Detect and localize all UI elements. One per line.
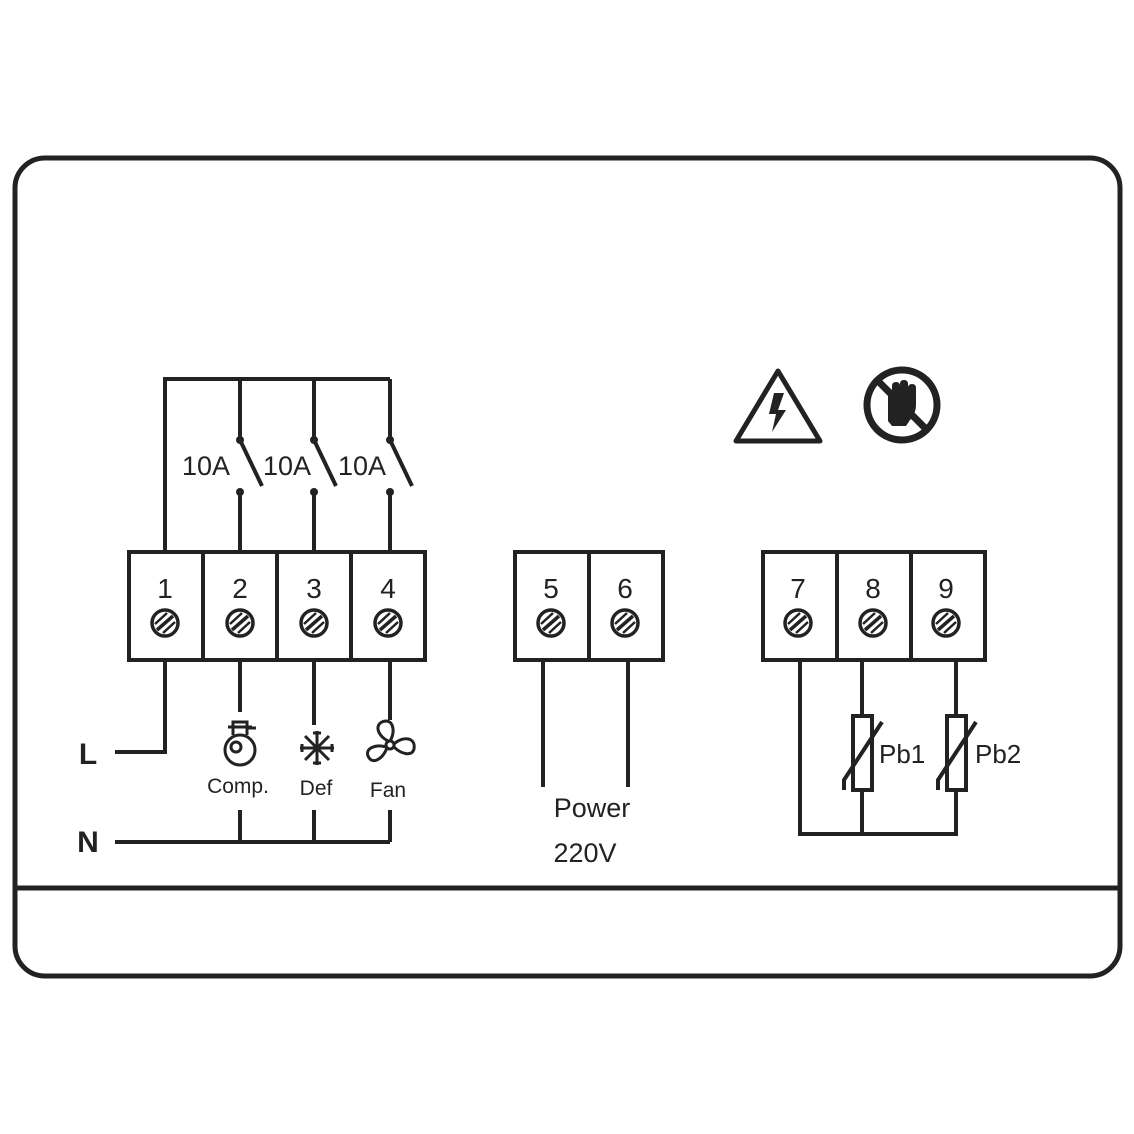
- screw-icon: [536, 608, 566, 638]
- load-wires: [238, 660, 392, 842]
- compressor-icon: [223, 720, 257, 767]
- compressor-label: Comp.: [207, 775, 269, 798]
- defrost-label: Def: [300, 777, 333, 800]
- probe-wires: [798, 660, 958, 836]
- terminal-7-number: 7: [790, 573, 806, 604]
- controller-panel: [12, 155, 1123, 979]
- terminal-4-number: 4: [380, 573, 396, 604]
- screw-icon: [931, 608, 961, 638]
- snowflake-icon: [300, 731, 334, 765]
- relay-contact-2: [310, 436, 338, 552]
- probe-1-label: Pb1: [879, 739, 925, 769]
- screw-icon: [610, 608, 640, 638]
- relay-contact-1: [236, 436, 264, 552]
- power-wires: [541, 660, 630, 787]
- fan-label: Fan: [370, 779, 406, 802]
- terminal-8-number: 8: [865, 573, 881, 604]
- probe-1-thermistor: [842, 714, 884, 792]
- screw-icon: [783, 608, 813, 638]
- terminal-2-number: 2: [232, 573, 248, 604]
- high-voltage-warning-icon: [733, 368, 823, 444]
- line-wire: [115, 660, 167, 754]
- terminal-block-outputs: [127, 550, 427, 662]
- relay-contact-3: [386, 436, 414, 552]
- terminal-block-probes: [761, 550, 987, 662]
- power-voltage: 220V: [553, 838, 616, 868]
- terminal-3-number: 3: [306, 573, 322, 604]
- screw-icon: [373, 608, 403, 638]
- terminal-block-power: [513, 550, 665, 662]
- terminal-5-number: 5: [543, 573, 559, 604]
- relay-common-bus: [163, 377, 392, 552]
- relay-rating-1: 10A: [182, 451, 230, 481]
- terminal-6-number: 6: [617, 573, 633, 604]
- power-label: Power: [554, 793, 631, 823]
- screw-icon: [299, 608, 329, 638]
- no-touch-icon: [863, 366, 941, 444]
- screw-icon: [150, 608, 180, 638]
- line-label: L: [79, 738, 97, 771]
- screw-icon: [858, 608, 888, 638]
- fan-icon: [366, 719, 416, 763]
- probe-2-thermistor: [936, 714, 978, 792]
- terminal-9-number: 9: [938, 573, 954, 604]
- relay-rating-3: 10A: [338, 451, 386, 481]
- neutral-label: N: [77, 826, 99, 859]
- screw-icon: [225, 608, 255, 638]
- relay-rating-2: 10A: [263, 451, 311, 481]
- terminal-1-number: 1: [157, 573, 173, 604]
- probe-2-label: Pb2: [975, 739, 1021, 769]
